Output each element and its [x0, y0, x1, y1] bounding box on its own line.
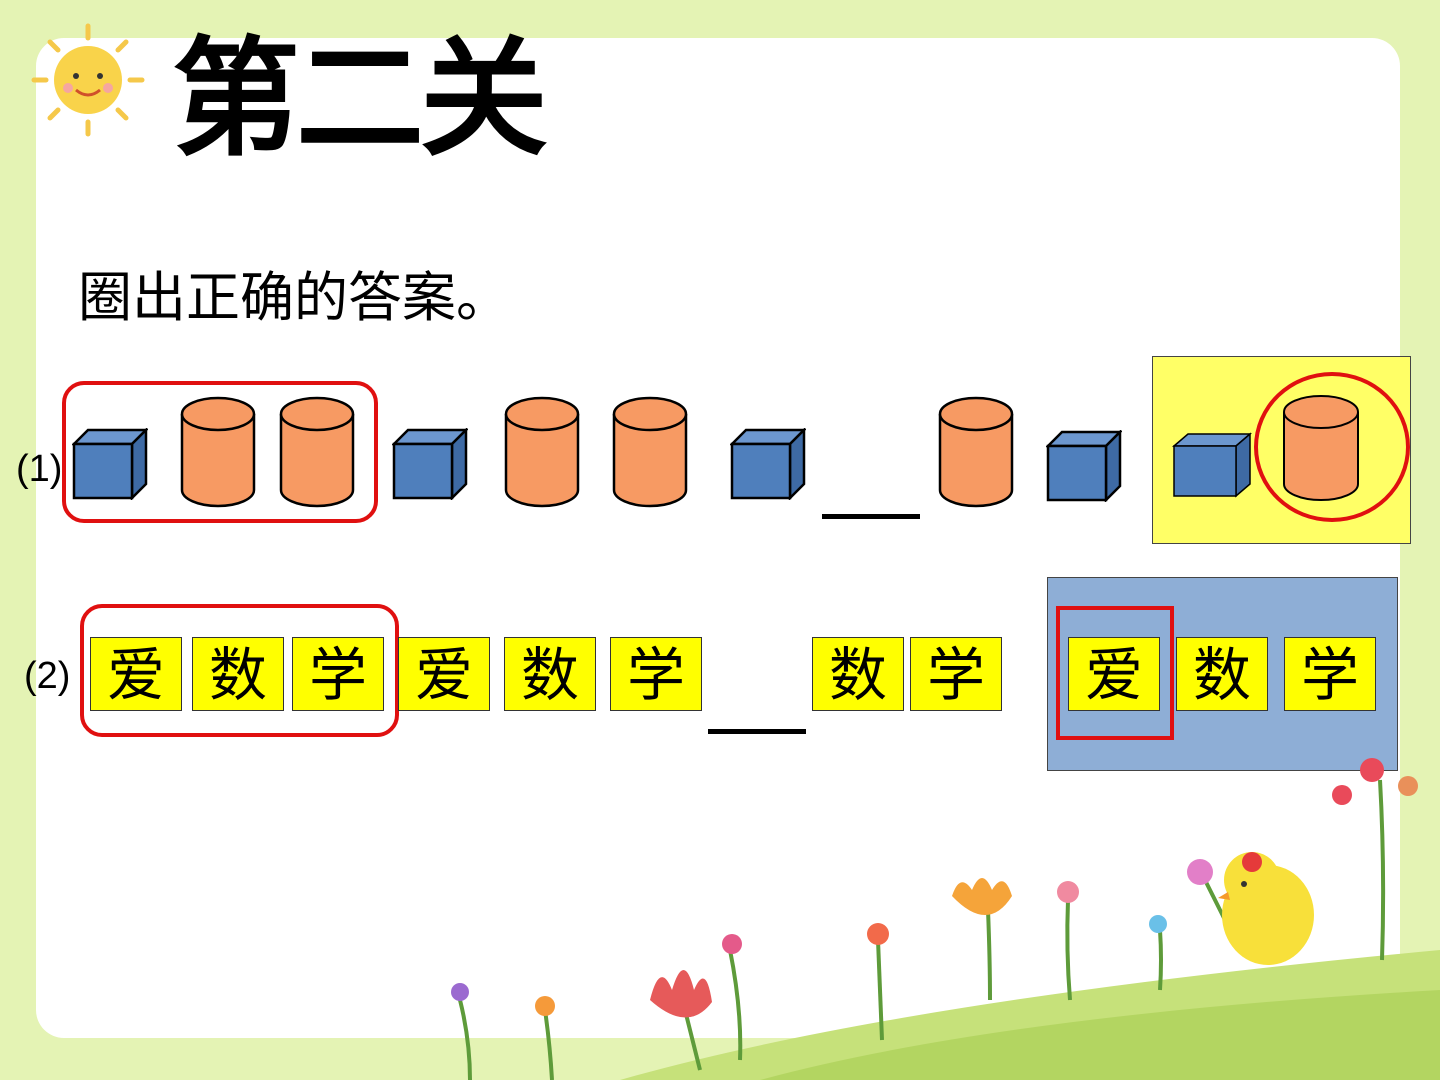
cube-icon: [72, 428, 148, 500]
word-tile: 数: [812, 637, 904, 711]
word-tile: 数: [504, 637, 596, 711]
option-tile[interactable]: 爱: [1068, 637, 1160, 711]
cube-icon: [392, 428, 468, 500]
page-title: 第二关: [172, 25, 548, 174]
answer-blank-2[interactable]: [708, 729, 806, 734]
sun-icon: [31, 23, 145, 137]
cube-icon[interactable]: [1172, 432, 1252, 498]
cylinder-icon: [279, 396, 355, 508]
option-tile[interactable]: 数: [1176, 637, 1268, 711]
cylinder-icon: [938, 396, 1014, 508]
word-tile: 数: [192, 637, 284, 711]
answer-square-mark-2: [1056, 606, 1174, 740]
cylinder-icon: [612, 396, 688, 508]
group-circle-mark-2: [80, 604, 399, 737]
question-2-label: (2): [24, 655, 71, 697]
word-tile: 爱: [90, 637, 182, 711]
cube-icon: [1046, 430, 1122, 502]
word-tile: 爱: [398, 637, 490, 711]
cylinder-icon: [180, 396, 256, 508]
word-tile: 学: [610, 637, 702, 711]
instruction-text: 圈出正确的答案。: [78, 266, 510, 329]
cylinder-icon: [504, 396, 580, 508]
cube-icon: [730, 428, 806, 500]
question-1-label: (1): [16, 448, 63, 490]
word-tile: 学: [292, 637, 384, 711]
option-tile[interactable]: 学: [1284, 637, 1376, 711]
word-tile: 学: [910, 637, 1002, 711]
answer-circle-mark-1: [1254, 372, 1410, 522]
answer-blank-1[interactable]: [822, 514, 920, 519]
group-circle-mark-1: [62, 381, 378, 523]
